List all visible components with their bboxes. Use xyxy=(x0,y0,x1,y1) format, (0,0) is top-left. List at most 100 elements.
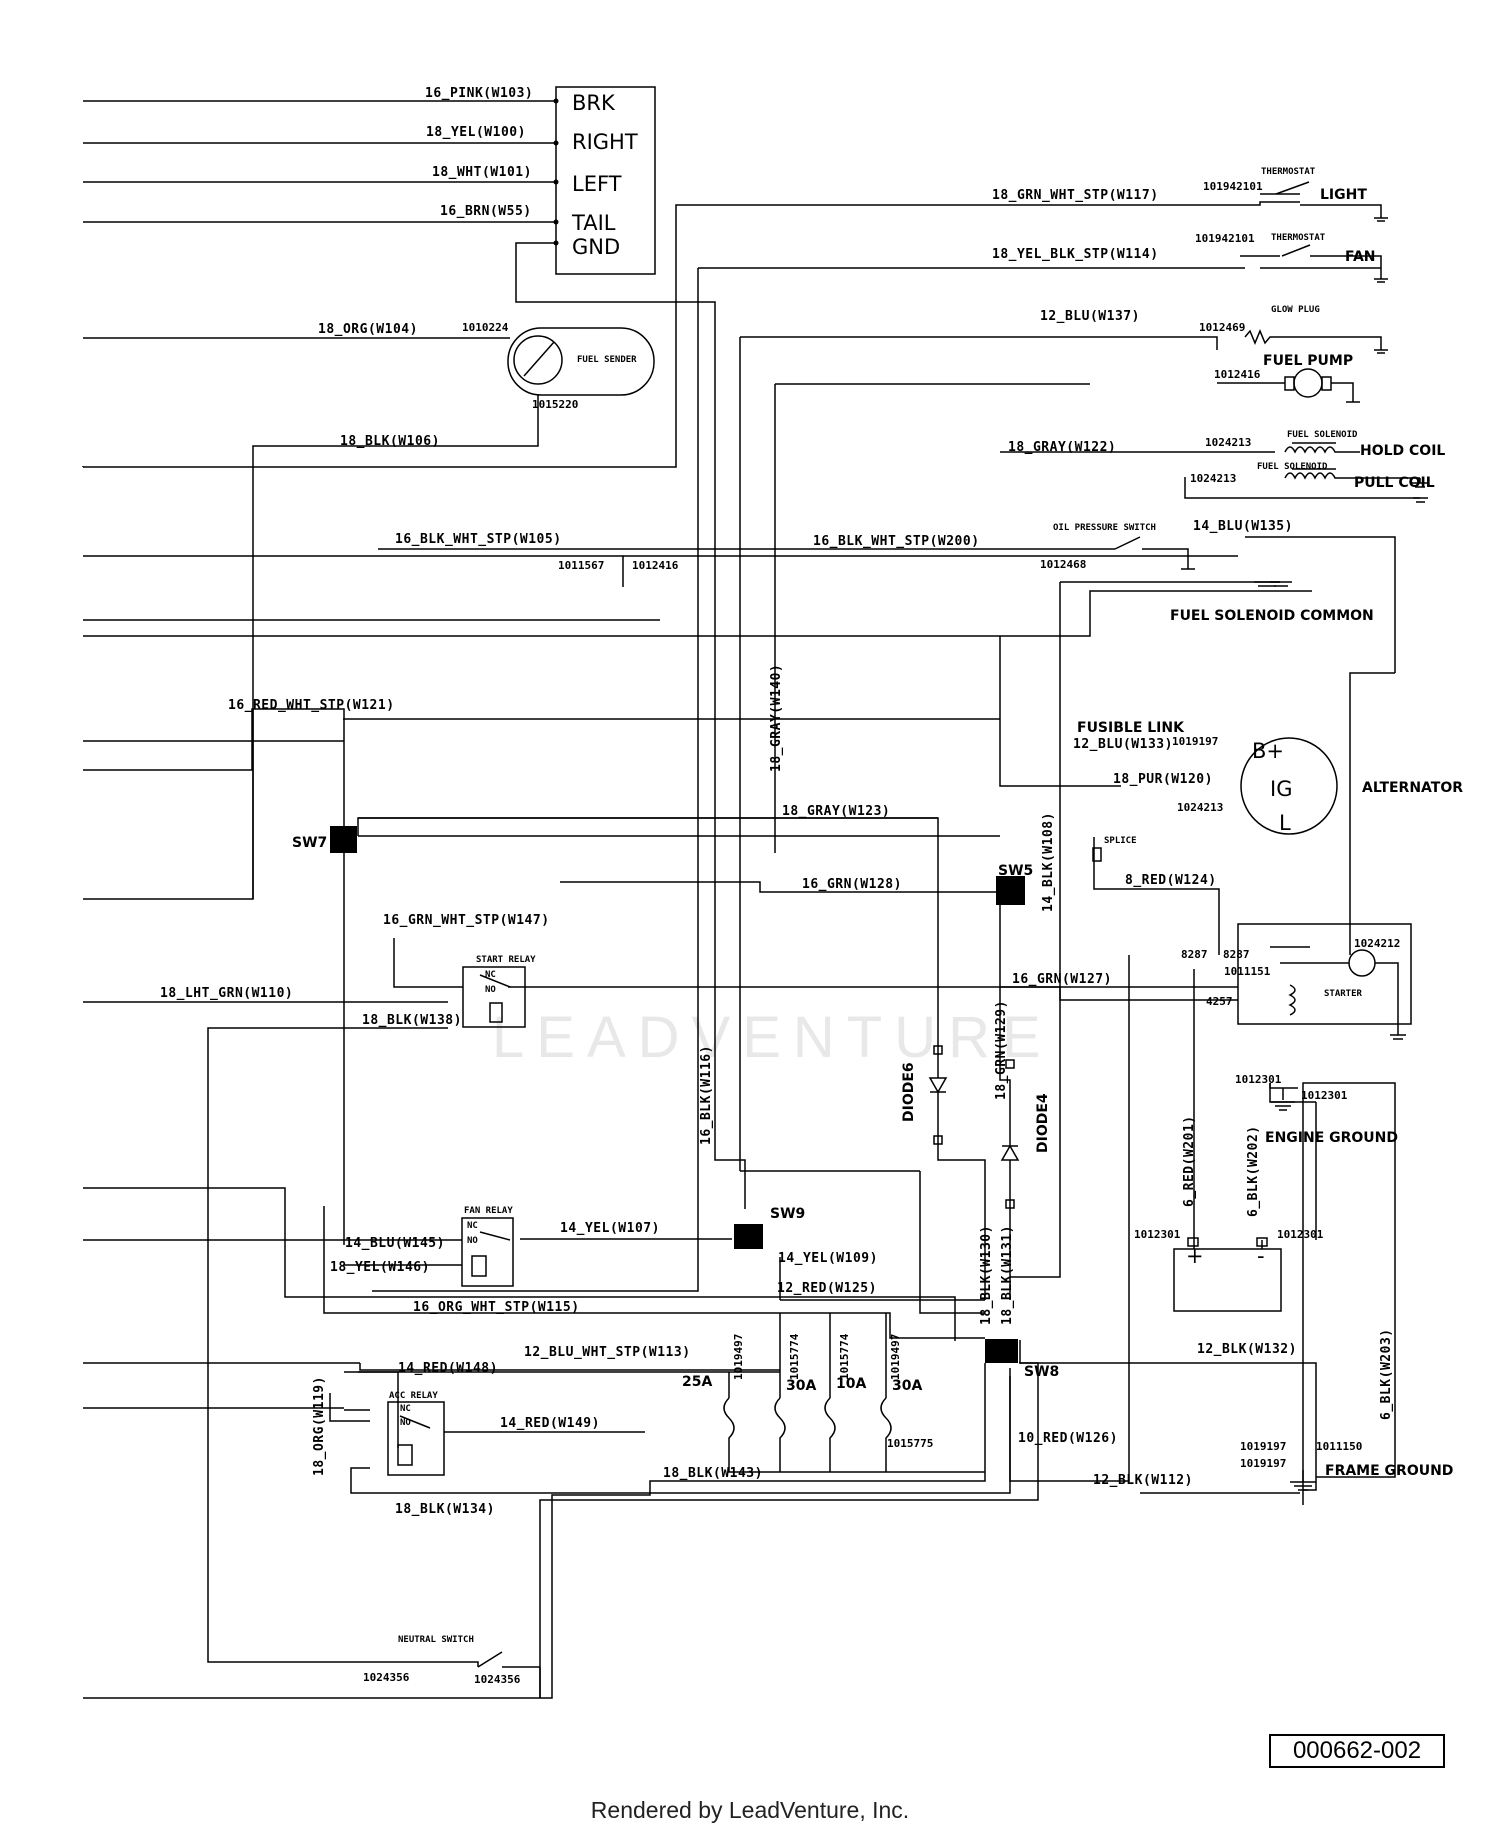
part-1024213-b: 1024213 xyxy=(1190,472,1236,485)
wire-label-w104: 18_ORG(W104) xyxy=(318,322,418,337)
wire-label-w116: 16_BLK(W116) xyxy=(699,1045,714,1145)
glow-plug-label: GLOW PLUG xyxy=(1271,305,1320,315)
component-labels: THERMOSTAT LIGHT THERMOSTAT FAN GLOW PLU… xyxy=(292,167,1463,1645)
part-1015220: 1015220 xyxy=(532,398,578,411)
part-1011567: 1011567 xyxy=(558,559,604,572)
fuses xyxy=(724,1398,891,1448)
sw8-block xyxy=(985,1339,1018,1363)
alt-ig-label: IG xyxy=(1270,777,1292,801)
fuel-solenoid-1-label: FUEL SOLENOID xyxy=(1287,430,1358,440)
wire-label-w147: 16_GRN_WHT_STP(W147) xyxy=(383,913,550,928)
pull-coil-label: PULL COIL xyxy=(1354,475,1435,491)
wire-label-w128: 16_GRN(W128) xyxy=(802,877,902,892)
glow-plug xyxy=(1245,331,1388,353)
wire-label-w108: 14_BLK(W108) xyxy=(1041,812,1056,912)
fan-relay xyxy=(462,1218,513,1286)
starter xyxy=(1238,924,1411,1039)
part-1012301-c: 1012301 xyxy=(1134,1228,1181,1241)
wire-label-w114: 18_YEL_BLK_STP(W114) xyxy=(992,247,1159,262)
frame-ground-symbol xyxy=(1290,1470,1316,1490)
acc-relay xyxy=(388,1402,444,1475)
part-1019197-c: 1019197 xyxy=(1240,1457,1286,1470)
part-1012468: 1012468 xyxy=(1040,558,1086,571)
fuse-25a-label: 25A xyxy=(682,1374,712,1390)
neutral-switch xyxy=(478,1652,502,1667)
fuel-pump xyxy=(1217,369,1360,402)
wire-label-w126: 10_RED(W126) xyxy=(1018,1431,1118,1446)
wire-label-w138: 18_BLK(W138) xyxy=(362,1013,462,1028)
fusible-link-label: FUSIBLE LINK xyxy=(1077,720,1185,736)
diodes xyxy=(928,1046,1020,1208)
right-label: RIGHT xyxy=(572,130,638,154)
wire-label-w130: 18_BLK(W130) xyxy=(979,1225,994,1325)
wire-label-w107: 14_YEL(W107) xyxy=(560,1221,660,1236)
wire-label-w120: 18_PUR(W120) xyxy=(1113,772,1213,787)
wire-label-w122: 18_GRAY(W122) xyxy=(1008,440,1116,455)
sw9-label: SW9 xyxy=(770,1206,805,1222)
part-1019197-b: 1019197 xyxy=(1240,1440,1286,1453)
wire-label-w146: 18_YEL(W146) xyxy=(330,1260,430,1275)
wire-label-w124: 8_RED(W124) xyxy=(1125,873,1217,888)
wire-label-w134: 18_BLK(W134) xyxy=(395,1502,495,1517)
splice-mark xyxy=(1093,848,1101,861)
wire-label-w129: 18_GRN(W129) xyxy=(994,1000,1009,1100)
acc-relay-no: NO xyxy=(400,1418,411,1428)
start-relay xyxy=(448,967,525,1027)
wire-labels: 16_PINK(W103) 18_YEL(W100) 18_WHT(W101) … xyxy=(160,86,1394,1517)
watermark: LEADVENTURE xyxy=(492,1005,1053,1070)
part-numbers: 1010224 1015220 1011567 1012416 10194210… xyxy=(363,180,1400,1686)
engine-ground-label: ENGINE GROUND xyxy=(1265,1130,1398,1146)
part-1024356-a: 1024356 xyxy=(363,1671,410,1684)
wire-label-w203: 6_BLK(W203) xyxy=(1379,1328,1394,1420)
part-1012301-b: 1012301 xyxy=(1301,1089,1348,1102)
part-1024213-a: 1024213 xyxy=(1205,436,1251,449)
wire-label-w133: 12_BLU(W133) xyxy=(1073,737,1173,752)
wire-label-w100: 18_YEL(W100) xyxy=(426,125,526,140)
wire-label-w202: 6_BLK(W202) xyxy=(1246,1125,1261,1217)
diode4-label: DIODE4 xyxy=(1035,1093,1051,1153)
part-1024212: 1024212 xyxy=(1354,937,1400,950)
part-1019497-b: 1019497 xyxy=(889,1334,902,1380)
part-1011151: 1011151 xyxy=(1224,965,1271,978)
thermostat-switches xyxy=(1240,182,1388,282)
wire-label-w105: 16_BLK_WHT_STP(W105) xyxy=(395,532,562,547)
wire-label-w132: 12_BLK(W132) xyxy=(1197,1342,1297,1357)
alt-l-label: L xyxy=(1279,811,1291,835)
fan-relay-no: NO xyxy=(467,1236,478,1246)
part-1019197: 1019197 xyxy=(1172,735,1218,748)
wire-label-w119: 18_ORG(W119) xyxy=(312,1376,327,1476)
part-1015774-b: 1015774 xyxy=(838,1333,851,1380)
acc-relay-label: ACC RELAY xyxy=(389,1391,438,1401)
wire-label-w127: 16_GRN(W127) xyxy=(1012,972,1112,987)
wire-label-w106: 18_BLK(W106) xyxy=(340,434,440,449)
wires xyxy=(83,101,1420,1698)
alt-b-label: B+ xyxy=(1252,739,1284,763)
alternator: B+ IG L xyxy=(1241,738,1337,835)
wire-label-w140: 18_GRAY(W140) xyxy=(769,664,784,772)
wire-label-w123: 18_GRAY(W123) xyxy=(782,804,890,819)
fuel-solenoid-common-label: FUEL SOLENOID COMMON xyxy=(1170,608,1374,624)
wire-label-w148: 14_RED(W148) xyxy=(398,1361,498,1376)
sw5-label: SW5 xyxy=(998,863,1033,879)
wire-label-w137: 12_BLU(W137) xyxy=(1040,309,1140,324)
wire-label-w201: 6_RED(W201) xyxy=(1182,1115,1197,1207)
sw7-block xyxy=(330,826,357,853)
fuel-sender: FUEL SENDER xyxy=(508,328,654,395)
engine-ground-symbol xyxy=(1270,1083,1298,1110)
wire-label-w143: 18_BLK(W143) xyxy=(663,1466,763,1481)
part-8287-a: 8287 xyxy=(1181,948,1208,961)
part-1010224: 1010224 xyxy=(462,321,509,334)
fuse-10a-label: 10A xyxy=(836,1376,866,1392)
alternator-label: ALTERNATOR xyxy=(1362,780,1463,796)
wire-label-w125: 12_RED(W125) xyxy=(777,1281,877,1296)
wire-label-w135: 14_BLU(W135) xyxy=(1193,519,1293,534)
thermostat-2-label: THERMOSTAT xyxy=(1271,233,1326,243)
fuse-30a-2-label: 30A xyxy=(892,1378,922,1394)
starter-label: STARTER xyxy=(1324,989,1363,999)
fuel-solenoid-2-label: FUEL SOLENOID xyxy=(1257,462,1328,472)
wire-label-w112: 12_BLK(W112) xyxy=(1093,1473,1193,1488)
part-1012416: 1012416 xyxy=(632,559,679,572)
wire-label-w117: 18_GRN_WHT_STP(W117) xyxy=(992,188,1159,203)
part-8287-b: 8287 xyxy=(1223,948,1250,961)
